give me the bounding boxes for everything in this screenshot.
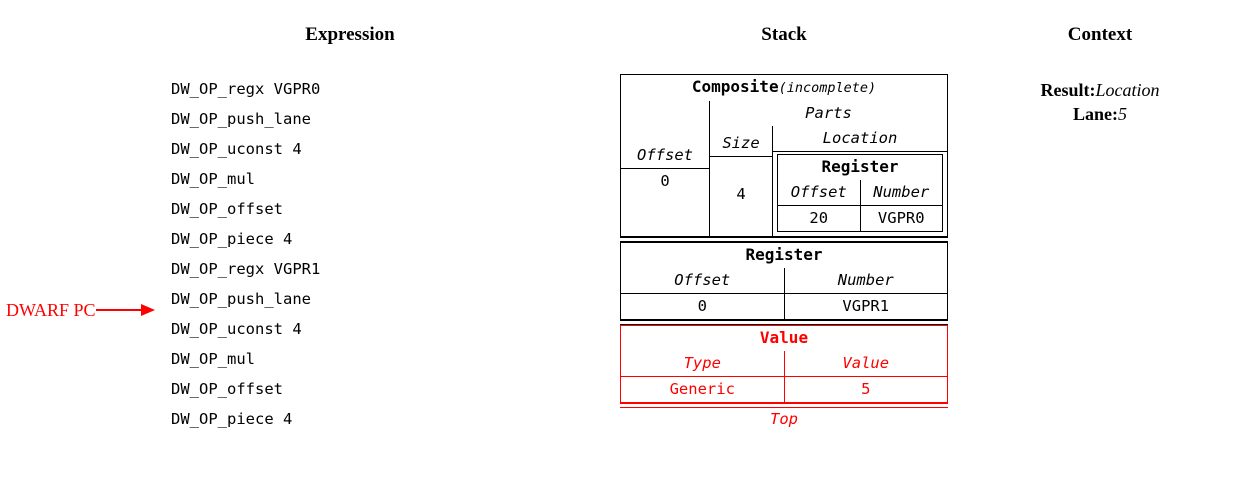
expression-line: DW_OP_push_lane xyxy=(171,110,311,128)
context-row-result: Result:Location xyxy=(1000,78,1200,102)
composite-title: Composite(incomplete) xyxy=(621,75,947,101)
stack-entry-register: Register Offset 0 Number VGPR1 xyxy=(620,242,948,320)
value-value-header: Value xyxy=(784,351,947,377)
expression-line: DW_OP_offset xyxy=(171,380,283,398)
nested-register-number-header: Number xyxy=(860,180,942,206)
part-size-value: 4 xyxy=(736,184,746,203)
register-offset-value: 0 xyxy=(697,297,707,315)
context-block: Result:Location Lane:5 xyxy=(1000,78,1200,126)
register-table: Offset 0 Number VGPR1 xyxy=(621,268,947,319)
value-table: Type Generic Value 5 xyxy=(621,351,947,402)
value-value-value: 5 xyxy=(861,380,871,398)
column-header-stack: Stack xyxy=(761,24,807,45)
part-size-header: Size xyxy=(710,131,772,157)
expression-line: DW_OP_regx VGPR0 xyxy=(171,80,321,98)
column-header-expression: Expression xyxy=(305,24,395,45)
value-box: Value Type Generic Value 5 xyxy=(620,325,948,403)
nested-register-number-value: VGPR0 xyxy=(877,209,925,227)
arrow-right-icon xyxy=(95,304,158,316)
expression-line-current-pc: DW_OP_uconst 4 xyxy=(171,320,302,338)
stack-entry-separator xyxy=(620,320,948,325)
expression-line: DW_OP_piece 4 xyxy=(171,410,293,428)
expression-list: DW_OP_regx VGPR0 DW_OP_push_lane DW_OP_u… xyxy=(171,74,461,434)
context-row-lane: Lane:5 xyxy=(1000,102,1200,126)
dwarf-pc-label: DWARF PC xyxy=(6,300,96,320)
stack-top-label: Top xyxy=(770,410,798,428)
composite-offset-value: 0 xyxy=(660,172,670,190)
composite-table: Offset 0 Parts Size 4 xyxy=(621,101,947,236)
composite-parts-table: Size 4 Location Register xyxy=(710,126,947,236)
stack-entry-value: Value Type Generic Value 5 xyxy=(620,325,948,403)
nested-register-title: Register xyxy=(821,157,899,176)
register-number-value: VGPR1 xyxy=(842,297,890,315)
register-box: Register Offset 0 Number VGPR1 xyxy=(620,242,948,320)
context-value: 5 xyxy=(1118,104,1127,124)
stack-entry-composite: Composite(incomplete) Offset 0 Parts Siz… xyxy=(620,74,948,237)
column-header-context: Context xyxy=(1067,24,1133,45)
stack-column: Composite(incomplete) Offset 0 Parts Siz… xyxy=(620,74,948,429)
composite-box: Composite(incomplete) Offset 0 Parts Siz… xyxy=(620,74,948,237)
value-type-header: Type xyxy=(621,351,784,377)
nested-register-box: Register Offset 20 xyxy=(777,154,943,232)
composite-offset-header: Offset xyxy=(621,143,709,169)
expression-line: DW_OP_mul xyxy=(171,350,255,368)
part-location-header: Location xyxy=(773,126,947,152)
register-offset-header: Offset xyxy=(621,268,784,294)
expression-line: DW_OP_push_lane xyxy=(171,290,311,308)
expression-line: DW_OP_mul xyxy=(171,170,255,188)
composite-parts-header: Parts xyxy=(805,104,852,122)
expression-line: DW_OP_uconst 4 xyxy=(171,140,302,158)
nested-register-table: Offset 20 Number VGPR0 xyxy=(778,180,942,231)
composite-title-suffix: (incomplete) xyxy=(778,80,877,96)
nested-register-offset-value: 20 xyxy=(809,209,829,227)
expression-line: DW_OP_regx VGPR1 xyxy=(171,260,321,278)
expression-line: DW_OP_piece 4 xyxy=(171,230,293,248)
dwarf-pc-marker: DWARF PC xyxy=(6,299,158,321)
composite-title-text: Composite xyxy=(691,77,779,96)
value-title: Value xyxy=(759,328,809,347)
context-key: Lane: xyxy=(1073,104,1118,124)
value-type-value: Generic xyxy=(669,380,735,398)
register-number-header: Number xyxy=(784,268,947,294)
stack-entry-separator xyxy=(620,237,948,242)
stack-top-separator xyxy=(620,403,948,408)
expression-line: DW_OP_offset xyxy=(171,200,283,218)
context-key: Result: xyxy=(1040,80,1096,100)
context-value: Location xyxy=(1095,80,1160,100)
register-title: Register xyxy=(745,245,823,264)
nested-register-offset-header: Offset xyxy=(778,180,860,206)
